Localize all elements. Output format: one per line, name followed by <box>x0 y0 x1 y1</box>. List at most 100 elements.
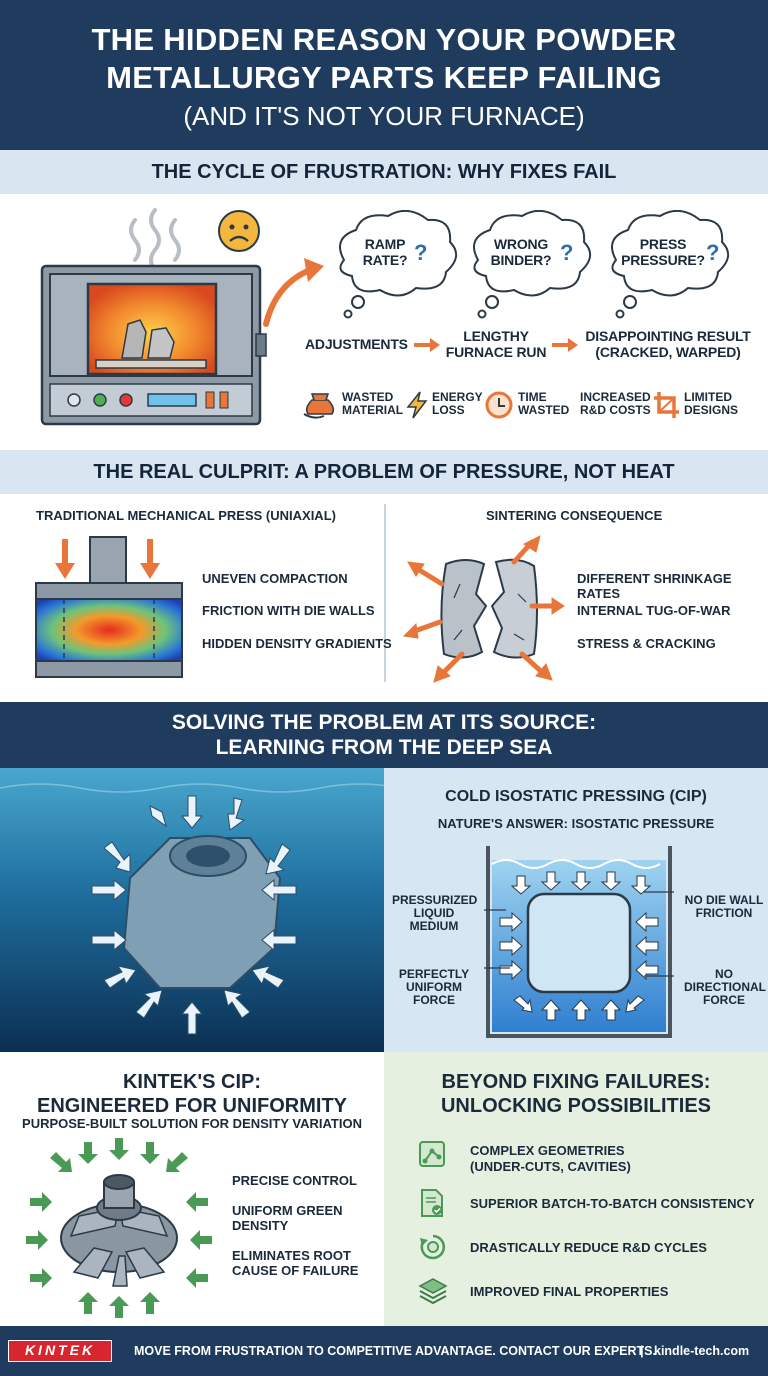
worried-face-icon <box>218 210 260 252</box>
kintek-item-line: DENSITY <box>232 1218 289 1233</box>
impeller-illustration <box>26 1138 212 1318</box>
money-bag-icon <box>303 393 335 419</box>
footer <box>0 1326 768 1376</box>
kintek-item-line: ELIMINATES ROOT <box>232 1248 351 1263</box>
question-mark-icon: ? <box>706 240 720 265</box>
kintek-logo[interactable]: KINTEK <box>8 1340 112 1362</box>
thought-line: WRONG <box>493 236 549 252</box>
beyond-title: BEYOND FIXING FAILURES: UNLOCKING POSSIB… <box>384 1070 768 1118</box>
thought-line: BINDER? <box>490 252 552 268</box>
source-heading: SOLVING THE PROBLEM AT ITS SOURCE: LEARN… <box>0 702 768 768</box>
press-item: FRICTION WITH DIE WALLS <box>202 603 375 618</box>
lightning-icon <box>406 391 428 419</box>
beyond-item-line: COMPLEX GEOMETRIES <box>470 1143 625 1158</box>
flow-result: DISAPPOINTING RESULT (CRACKED, WARPED) <box>580 328 756 360</box>
press-item: HIDDEN DENSITY GRADIENTS <box>202 636 392 651</box>
beyond-item: COMPLEX GEOMETRIES (UNDER-CUTS, CAVITIES… <box>470 1143 631 1175</box>
cycle-heading: THE CYCLE OF FRUSTRATION: WHY FIXES FAIL <box>0 150 768 194</box>
flow-line: LENGTHY <box>463 328 529 344</box>
cip-vessel-illustration <box>484 846 674 1038</box>
arrow-right-icon <box>414 338 440 352</box>
flow-line: FURNACE RUN <box>445 344 547 360</box>
beyond-panel <box>384 1052 768 1326</box>
flow-line: DISAPPOINTING RESULT <box>585 328 751 344</box>
cost-line: ENERGY <box>432 390 483 404</box>
label-no-friction: NO DIE WALL FRICTION <box>684 894 764 920</box>
page-title-line-2: METALLURGY PARTS KEEP FAILING <box>106 60 662 95</box>
thought-wrong-binder: WRONG BINDER? <box>480 236 562 268</box>
header: THE HIDDEN REASON YOUR POWDER METALLURGY… <box>0 0 768 150</box>
sintering-item: INTERNAL TUG-OF-WAR <box>577 603 731 618</box>
label-line: LIQUID <box>413 906 455 920</box>
source-heading-line: SOLVING THE PROBLEM AT ITS SOURCE: <box>171 711 597 734</box>
furnace-illustration <box>40 208 267 426</box>
label-line: FORCE <box>703 993 745 1007</box>
label-line: FRICTION <box>695 906 753 920</box>
arrow-down-icon <box>55 539 75 579</box>
cost-line: LOSS <box>432 403 465 417</box>
label-line: NO <box>715 967 733 981</box>
label-line: NO DIE WALL <box>684 893 764 907</box>
cost-line: LIMITED <box>684 390 732 404</box>
geometry-icon <box>419 1141 445 1167</box>
sintering-title: SINTERING CONSEQUENCE <box>486 508 663 523</box>
layers-icon <box>418 1278 448 1305</box>
page-title-line-1: THE HIDDEN REASON YOUR POWDER <box>91 22 677 57</box>
footer-separator: | <box>640 1343 644 1358</box>
thought-line: RAMP <box>364 236 406 252</box>
label-line: UNIFORM <box>406 980 462 994</box>
arrow-down-icon <box>140 539 160 579</box>
deep-sea-illustration <box>0 768 384 1052</box>
cost-line: TIME <box>518 390 547 404</box>
beyond-title-line: BEYOND FIXING FAILURES: <box>441 1071 711 1093</box>
culprit-heading: THE REAL CULPRIT: A PROBLEM OF PRESSURE,… <box>0 450 768 494</box>
crop-icon <box>654 392 679 418</box>
question-mark-icon: ? <box>560 240 574 265</box>
beyond-title-line: UNLOCKING POSSIBILITIES <box>440 1095 712 1117</box>
arrow-right-icon <box>552 338 578 352</box>
cost-line: DESIGNS <box>684 403 739 417</box>
steam-icon <box>129 208 181 272</box>
thought-bubbles <box>339 210 729 319</box>
source-heading-line: LEARNING FROM THE DEEP SEA <box>215 736 553 759</box>
thought-line: PRESS <box>639 236 687 252</box>
footer-link[interactable]: kindle-tech.com <box>654 1344 750 1358</box>
cost-line: R&D COSTS <box>580 403 651 417</box>
label-uniform-force: PERFECTLY UNIFORM FORCE <box>392 968 476 1007</box>
beyond-item: DRASTICALLY REDUCE R&D CYCLES <box>470 1240 707 1255</box>
beyond-item-line: (UNDER-CUTS, CAVITIES) <box>470 1159 631 1174</box>
cost-line: WASTED <box>342 390 394 404</box>
kintek-item-line: CAUSE OF FAILURE <box>232 1263 359 1278</box>
sintering-item: STRESS & CRACKING <box>577 636 716 651</box>
label-line: DIRECTIONAL <box>684 980 766 994</box>
uniaxial-press-illustration <box>35 536 183 678</box>
clock-icon <box>485 391 513 419</box>
flow-line: (CRACKED, WARPED) <box>595 344 741 360</box>
cip-title: COLD ISOSTATIC PRESSING (CIP) <box>445 788 707 805</box>
label-line: PERFECTLY <box>398 967 470 981</box>
section-divider <box>384 504 386 682</box>
beyond-item: IMPROVED FINAL PROPERTIES <box>470 1284 669 1299</box>
thought-press-pressure: PRESS PRESSURE? <box>618 236 708 268</box>
flow-furnace-run: LENGTHY FURNACE RUN <box>444 328 548 360</box>
label-no-directional: NO DIRECTIONAL FORCE <box>684 967 766 1007</box>
cost-line: MATERIAL <box>342 403 404 417</box>
press-item: UNEVEN COMPACTION <box>202 571 348 586</box>
kintek-subtitle: PURPOSE-BUILT SOLUTION FOR DENSITY VARIA… <box>22 1116 362 1131</box>
flow-adjustments: ADJUSTMENTS <box>305 336 408 352</box>
label-line: PRESSURIZED <box>392 893 478 907</box>
cycle-gear-icon <box>420 1234 446 1260</box>
kintek-item-line: PRECISE CONTROL <box>232 1173 357 1188</box>
cost-line: WASTED <box>518 403 570 417</box>
thought-line: PRESSURE? <box>621 252 705 268</box>
kintek-title-line: ENGINEERED FOR UNIFORMITY <box>36 1095 347 1117</box>
kintek-title: KINTEK'S CIP: ENGINEERED FOR UNIFORMITY <box>0 1070 384 1118</box>
question-mark-icon: ? <box>414 240 428 265</box>
kintek-item-line: UNIFORM GREEN <box>232 1203 343 1218</box>
kintek-item: UNIFORM GREEN DENSITY <box>232 1203 343 1233</box>
cip-subtitle: NATURE'S ANSWER: ISOSTATIC PRESSURE <box>437 816 715 831</box>
